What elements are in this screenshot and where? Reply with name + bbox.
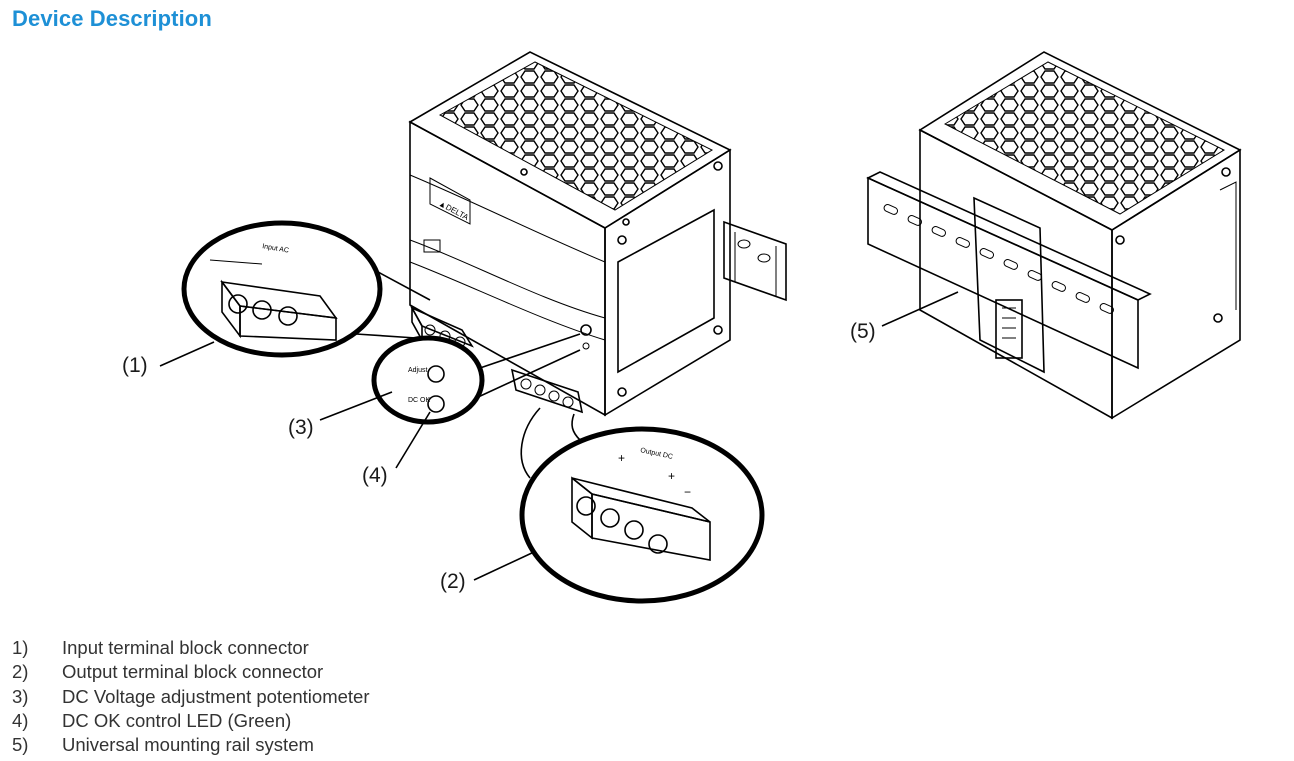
svg-text:DC OK: DC OK [408, 397, 431, 404]
din-rail-back [723, 220, 787, 302]
svg-text:−: − [684, 485, 691, 499]
callout-5: (5) [850, 320, 876, 343]
zoom-output-terminal: + + − Output DC [519, 407, 765, 604]
item-number: 5) [12, 734, 29, 756]
callout-2: (2) [440, 570, 466, 593]
zoom-potentiometer-led: Adjust DC OK [371, 333, 581, 425]
leader-lines [159, 291, 959, 581]
item-number: 1) [12, 637, 29, 659]
component-list: 1) Input terminal block connector 2) Outpu… [12, 636, 369, 757]
svg-text:Input AC: Input AC [262, 243, 290, 255]
item-text: Output terminal block connector [62, 661, 324, 683]
svg-text:+: + [668, 469, 675, 483]
svg-text:Adjust: Adjust [408, 367, 428, 374]
list-item: 2) Output terminal block connector [12, 660, 369, 684]
zoom-input-terminal: Input AC [181, 220, 431, 358]
page-title: Device Description [12, 6, 212, 31]
power-supply-front-view: ▲DELTA [408, 51, 787, 417]
power-supply-back-view [866, 51, 1242, 420]
list-item: 3) DC Voltage adjustment potentiometer [12, 685, 369, 709]
rail-slots [883, 204, 1114, 314]
item-number: 2) [12, 661, 29, 683]
item-text: DC OK control LED (Green) [62, 710, 292, 732]
item-number: 4) [12, 710, 29, 732]
item-text: DC Voltage adjustment potentiometer [62, 685, 370, 707]
item-text: Input terminal block connector [62, 637, 309, 659]
callout-3: (3) [288, 416, 314, 439]
callout-1: (1) [122, 354, 148, 377]
item-text: Universal mounting rail system [62, 734, 314, 756]
list-item: 5) Universal mounting rail system [12, 733, 369, 757]
list-item: 1) Input terminal block connector [12, 636, 369, 660]
list-item: 4) DC OK control LED (Green) [12, 709, 369, 733]
item-number: 3) [12, 685, 29, 707]
svg-text:+: + [618, 451, 625, 465]
callout-4: (4) [362, 464, 388, 487]
